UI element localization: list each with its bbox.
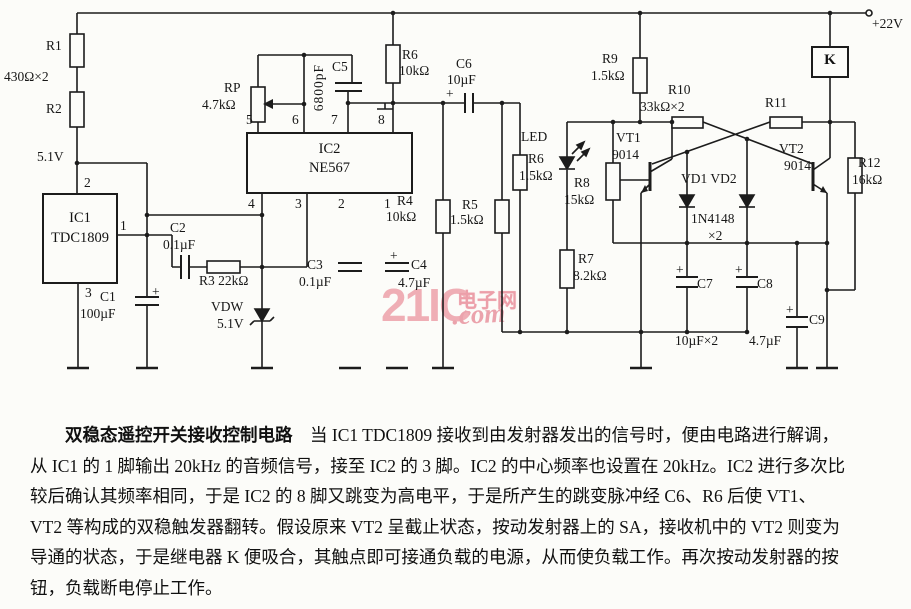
ic2-name: IC2 <box>318 141 341 157</box>
led-icon <box>558 156 576 171</box>
component-label: 2 <box>338 196 345 211</box>
component-label: 0.1µF <box>299 274 332 289</box>
vd2-icon <box>738 194 756 209</box>
component-label: + <box>735 262 743 277</box>
description-line: 导通的状态，于是继电器 K 便吸合，其触点即可接通负载的电源，从而使负载工作。再… <box>30 547 839 567</box>
ic2-part: NE567 <box>308 160 351 176</box>
component-label: 4.7kΩ <box>202 97 236 112</box>
component-label: +22V <box>872 16 903 31</box>
component-label: 2 <box>84 175 91 190</box>
component-label: RP <box>224 80 241 95</box>
component-label: ×2 <box>708 228 723 243</box>
component-label: 9014 <box>612 147 639 162</box>
relay-box <box>811 46 849 78</box>
component-label: C9 <box>809 312 825 327</box>
component-label: R10 <box>668 82 691 97</box>
component-label: R2 <box>46 101 62 116</box>
component-label: C7 <box>697 276 713 291</box>
description-text: 当 IC1 TDC1809 接收到由发射器发出的信号时，便由电路进行解调， <box>292 425 840 445</box>
component-label: 6 <box>292 112 299 127</box>
vd1-icon <box>678 194 696 209</box>
ic1-box <box>42 193 118 284</box>
description-title: 双稳态遥控开关接收控制电路 <box>65 425 293 445</box>
component-label: 5 <box>246 112 253 127</box>
component-label: 1N4148 <box>691 211 735 226</box>
circuit-description: 双稳态遥控开关接收控制电路 当 IC1 TDC1809 接收到由发射器发出的信号… <box>30 420 896 603</box>
ic1-name: IC1 <box>69 210 91 226</box>
diode-symbols <box>249 140 756 326</box>
component-label: LED <box>521 129 548 144</box>
ic2-box <box>246 132 413 194</box>
component-label: R5 <box>462 197 478 212</box>
component-label: 6800pF <box>311 64 326 112</box>
component-label: 4 <box>248 196 255 211</box>
component-label: 10kΩ <box>386 209 417 224</box>
component-label: VT2 <box>779 141 804 156</box>
component-label: VT1 <box>616 130 641 145</box>
component-label: C4 <box>411 257 427 272</box>
description-line: 从 IC1 的 1 脚输出 20kHz 的音频信号，接至 IC2 的 3 脚。I… <box>30 455 846 476</box>
description-line: VT2 等构成的双稳触发器翻转。假设原来 VT2 呈截止状态，按动发射器上的 S… <box>30 516 840 537</box>
component-label: 3 <box>295 196 302 211</box>
component-label: 4.7µF <box>398 275 431 290</box>
component-label: R1 <box>46 38 62 53</box>
description-line: 双稳态遥控开关接收控制电路 当 IC1 TDC1809 接收到由发射器发出的信号… <box>30 420 896 451</box>
relay-label: K <box>824 52 836 68</box>
component-label: 5.1V <box>37 149 64 164</box>
component-label: C6 <box>456 56 472 71</box>
component-label: R12 <box>858 155 881 170</box>
component-label: 10kΩ <box>399 63 430 78</box>
supply-terminal <box>865 9 873 17</box>
component-label: 430Ω×2 <box>4 69 49 84</box>
component-label: C5 <box>332 59 348 74</box>
component-label: R4 <box>397 193 413 208</box>
resistor-symbols <box>69 33 863 289</box>
transistor-symbols <box>263 99 827 193</box>
zener-vdw-icon <box>253 308 271 323</box>
junction-dots <box>74 10 833 335</box>
component-label: + <box>152 284 160 299</box>
component-label: 8 <box>378 112 385 127</box>
component-label: VD1 VD2 <box>681 171 737 186</box>
component-label: 4.7µF <box>749 333 782 348</box>
capacitor-symbols <box>135 82 808 328</box>
component-label: 1.5kΩ <box>519 168 553 183</box>
component-label: + <box>390 248 398 263</box>
component-label: R6 <box>402 47 418 62</box>
component-label: 5.1V <box>217 316 244 331</box>
component-label: + <box>786 302 794 317</box>
component-label: 16kΩ <box>852 172 883 187</box>
component-label: 1 <box>120 218 127 233</box>
description-line: 钮，负载断电停止工作。 <box>30 577 223 598</box>
description-line: 较后确认其频率相同，于是 IC2 的 8 脚又跳变为高电平，于是所产生的跳变脉冲… <box>30 486 817 506</box>
component-label: 7 <box>331 112 338 127</box>
component-label: 1 <box>384 196 391 211</box>
component-label: 10µF <box>447 72 476 87</box>
component-label: 10µF×2 <box>675 333 719 348</box>
component-label: 33kΩ×2 <box>640 99 685 114</box>
component-label: C3 <box>307 257 323 272</box>
component-label: C1 <box>100 289 116 304</box>
component-label: + <box>446 86 454 101</box>
component-label: R7 <box>578 251 594 266</box>
component-label: C2 <box>170 220 186 235</box>
component-label: R9 <box>602 51 618 66</box>
component-label: 100µF <box>80 306 116 321</box>
component-label: 9014 <box>784 158 811 173</box>
component-label: 3 <box>85 285 92 300</box>
ic1-part: TDC1809 <box>51 230 109 246</box>
component-label: C8 <box>757 276 773 291</box>
component-label: 1.5kΩ <box>450 212 484 227</box>
component-label: R8 <box>574 175 590 190</box>
component-label: 15kΩ <box>564 192 595 207</box>
component-label: R6 <box>528 151 544 166</box>
component-label: VDW <box>211 299 244 314</box>
component-label: 0.1µF <box>163 237 196 252</box>
component-label: R3 22kΩ <box>199 273 249 288</box>
component-label: + <box>676 262 684 277</box>
component-label: 1.5kΩ <box>591 68 625 83</box>
component-label: R11 <box>765 95 788 110</box>
circuit-wiring <box>42 9 873 370</box>
component-label: 8.2kΩ <box>573 268 607 283</box>
